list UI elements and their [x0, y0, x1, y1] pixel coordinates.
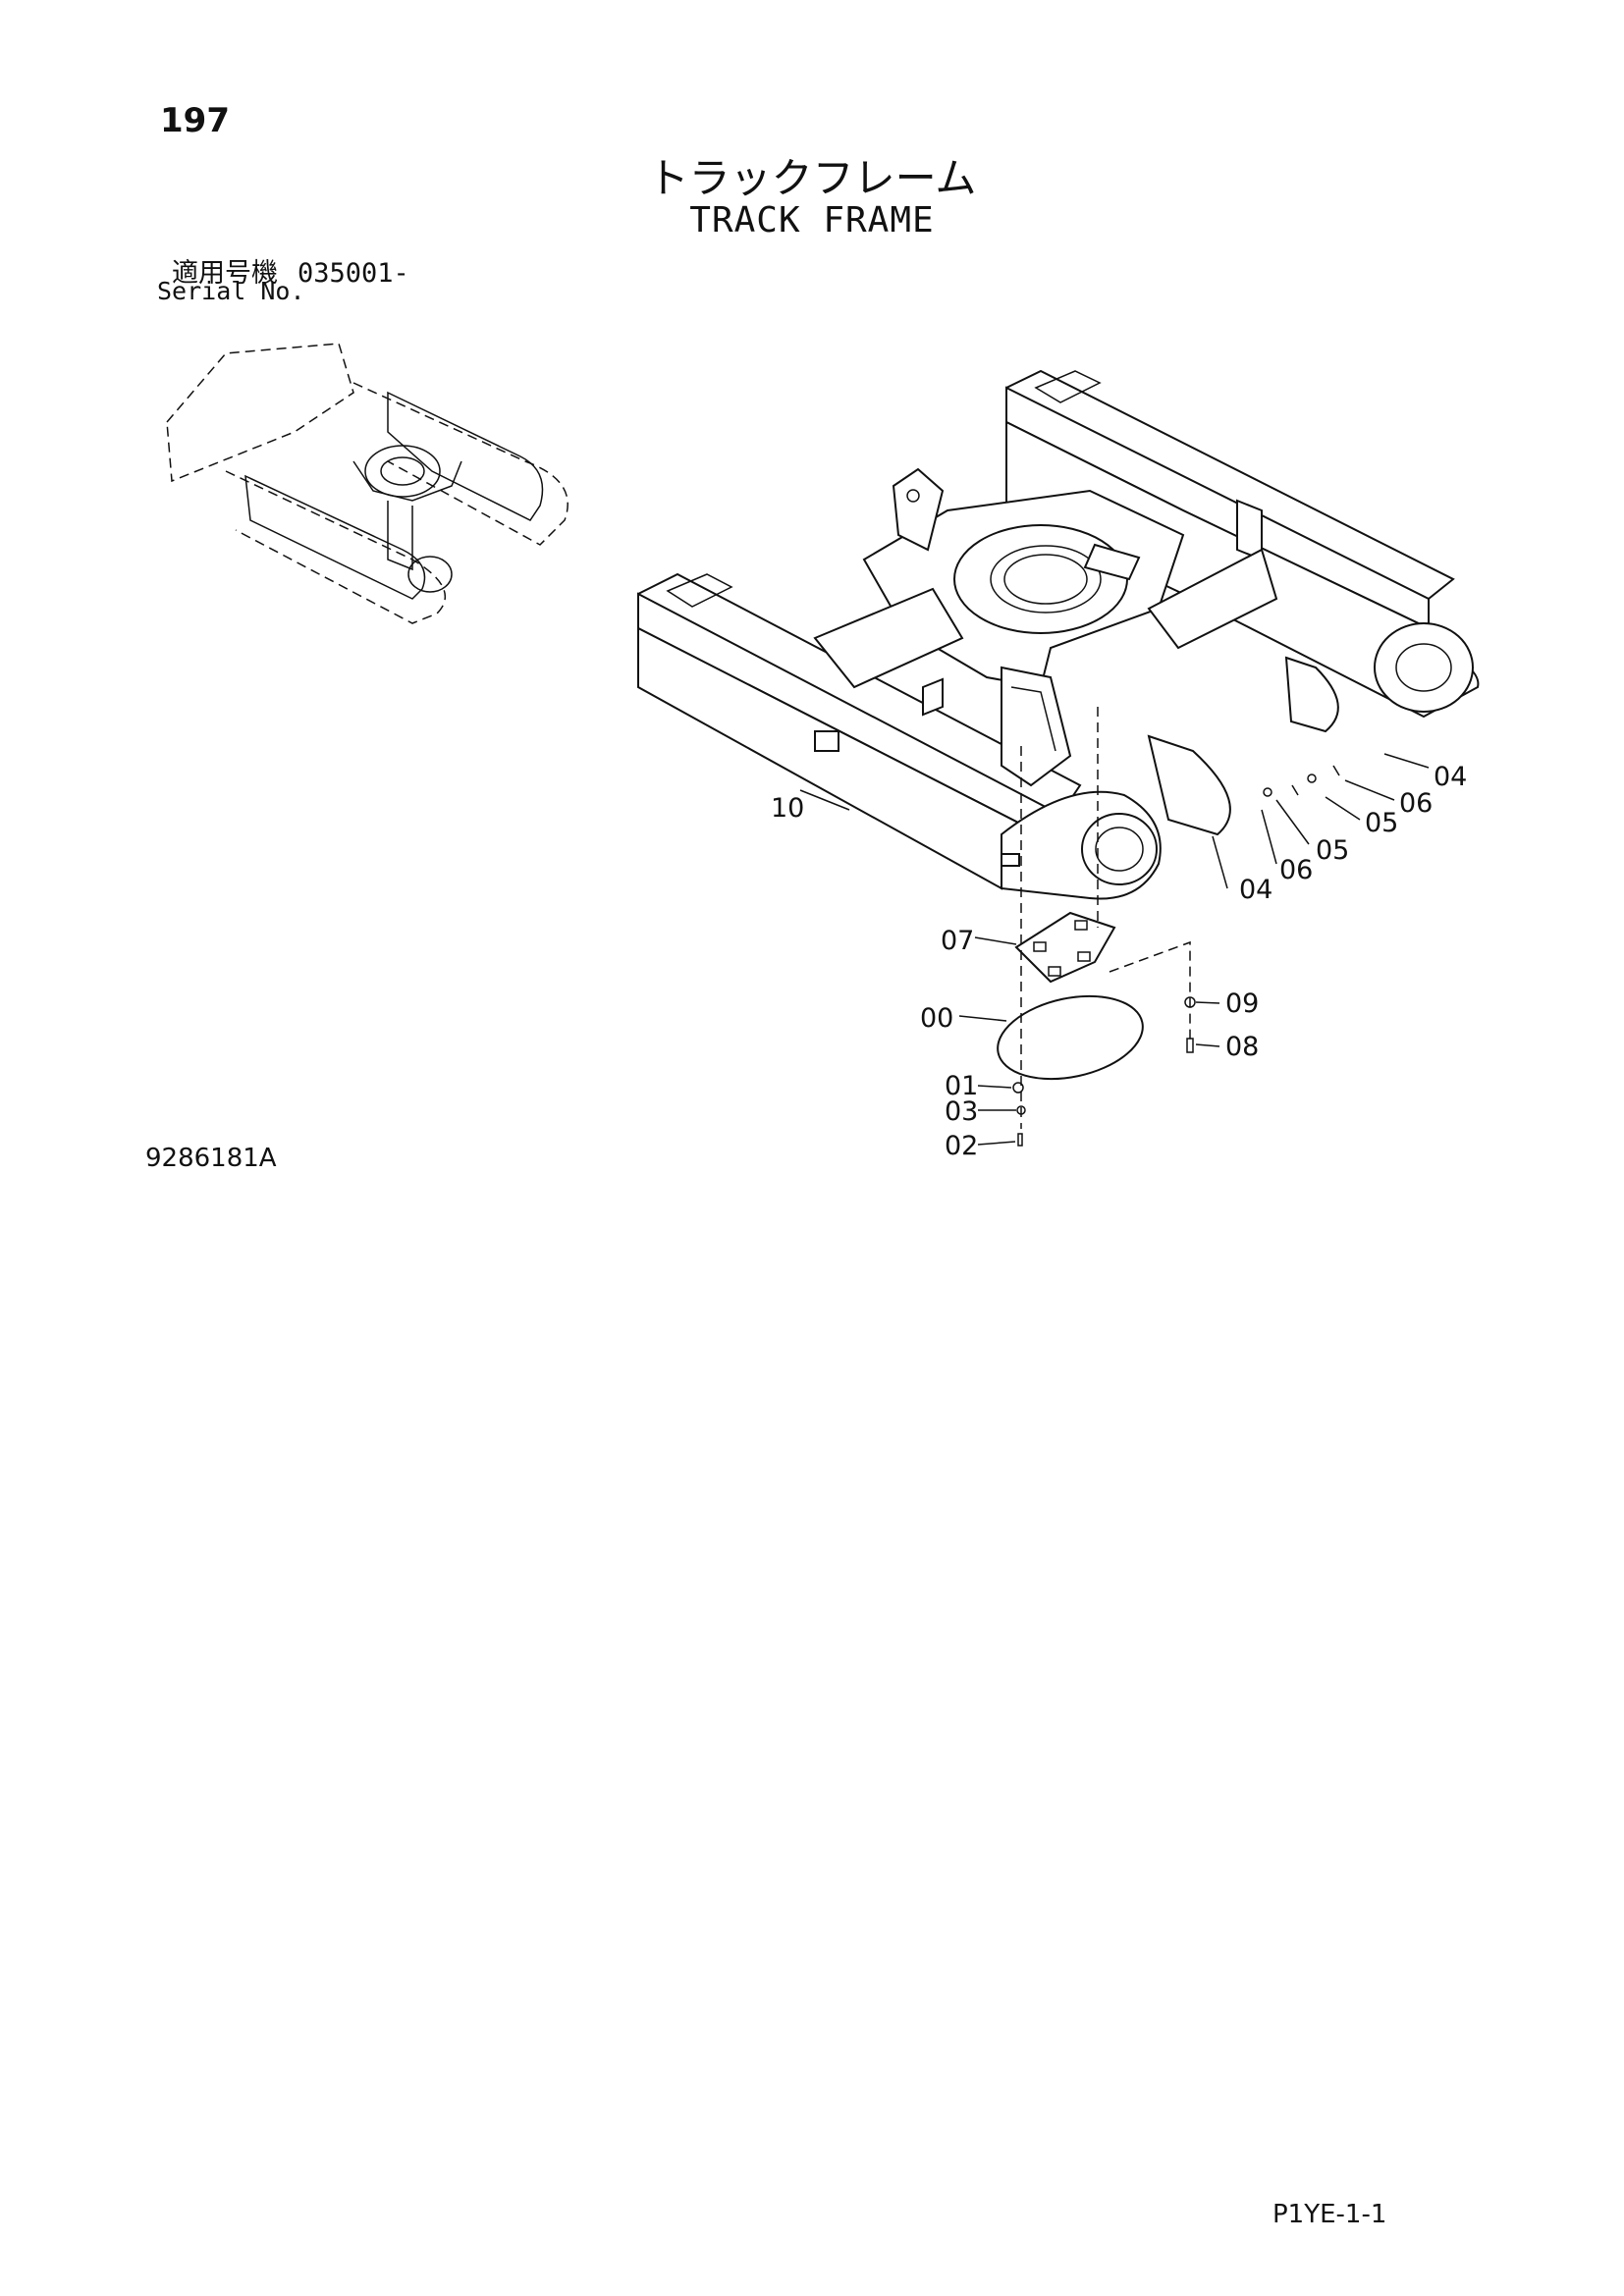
reference-code: 9286181A — [145, 1144, 277, 1173]
serial-block-jp: 適用号機 035001- — [172, 251, 409, 290]
callout-10: 10 — [771, 793, 804, 824]
callout-00: 00 — [920, 1003, 953, 1034]
callout-06-lower: 06 — [1279, 855, 1313, 885]
callout-08: 08 — [1225, 1032, 1259, 1062]
callout-01: 01 — [945, 1071, 978, 1101]
callout-03: 03 — [945, 1096, 978, 1127]
page-number: 197 — [160, 101, 230, 140]
track-frame-main — [637, 369, 1480, 900]
exploded-parts — [997, 656, 1340, 1147]
leader-lines — [799, 753, 1430, 1146]
locator-thumbnail — [166, 343, 568, 624]
page-title-en: TRACK FRAME — [689, 200, 935, 240]
serial-value: 035001- — [298, 258, 409, 289]
serial-label-en: Serial No. — [157, 277, 305, 305]
callout-07: 07 — [941, 926, 974, 956]
page-title-jp: トラックフレーム — [647, 154, 977, 202]
callout-02: 02 — [945, 1131, 978, 1161]
callout-04-upper: 04 — [1434, 762, 1467, 792]
callout-05-lower: 05 — [1316, 835, 1349, 866]
callout-05-upper: 05 — [1365, 808, 1398, 838]
callout-04-lower: 04 — [1239, 875, 1272, 905]
callout-06-upper: 06 — [1399, 788, 1433, 819]
serial-label-jp: 適用号機 — [172, 258, 278, 289]
page-code: P1YE-1-1 — [1272, 2200, 1387, 2229]
callout-09: 09 — [1225, 988, 1259, 1019]
